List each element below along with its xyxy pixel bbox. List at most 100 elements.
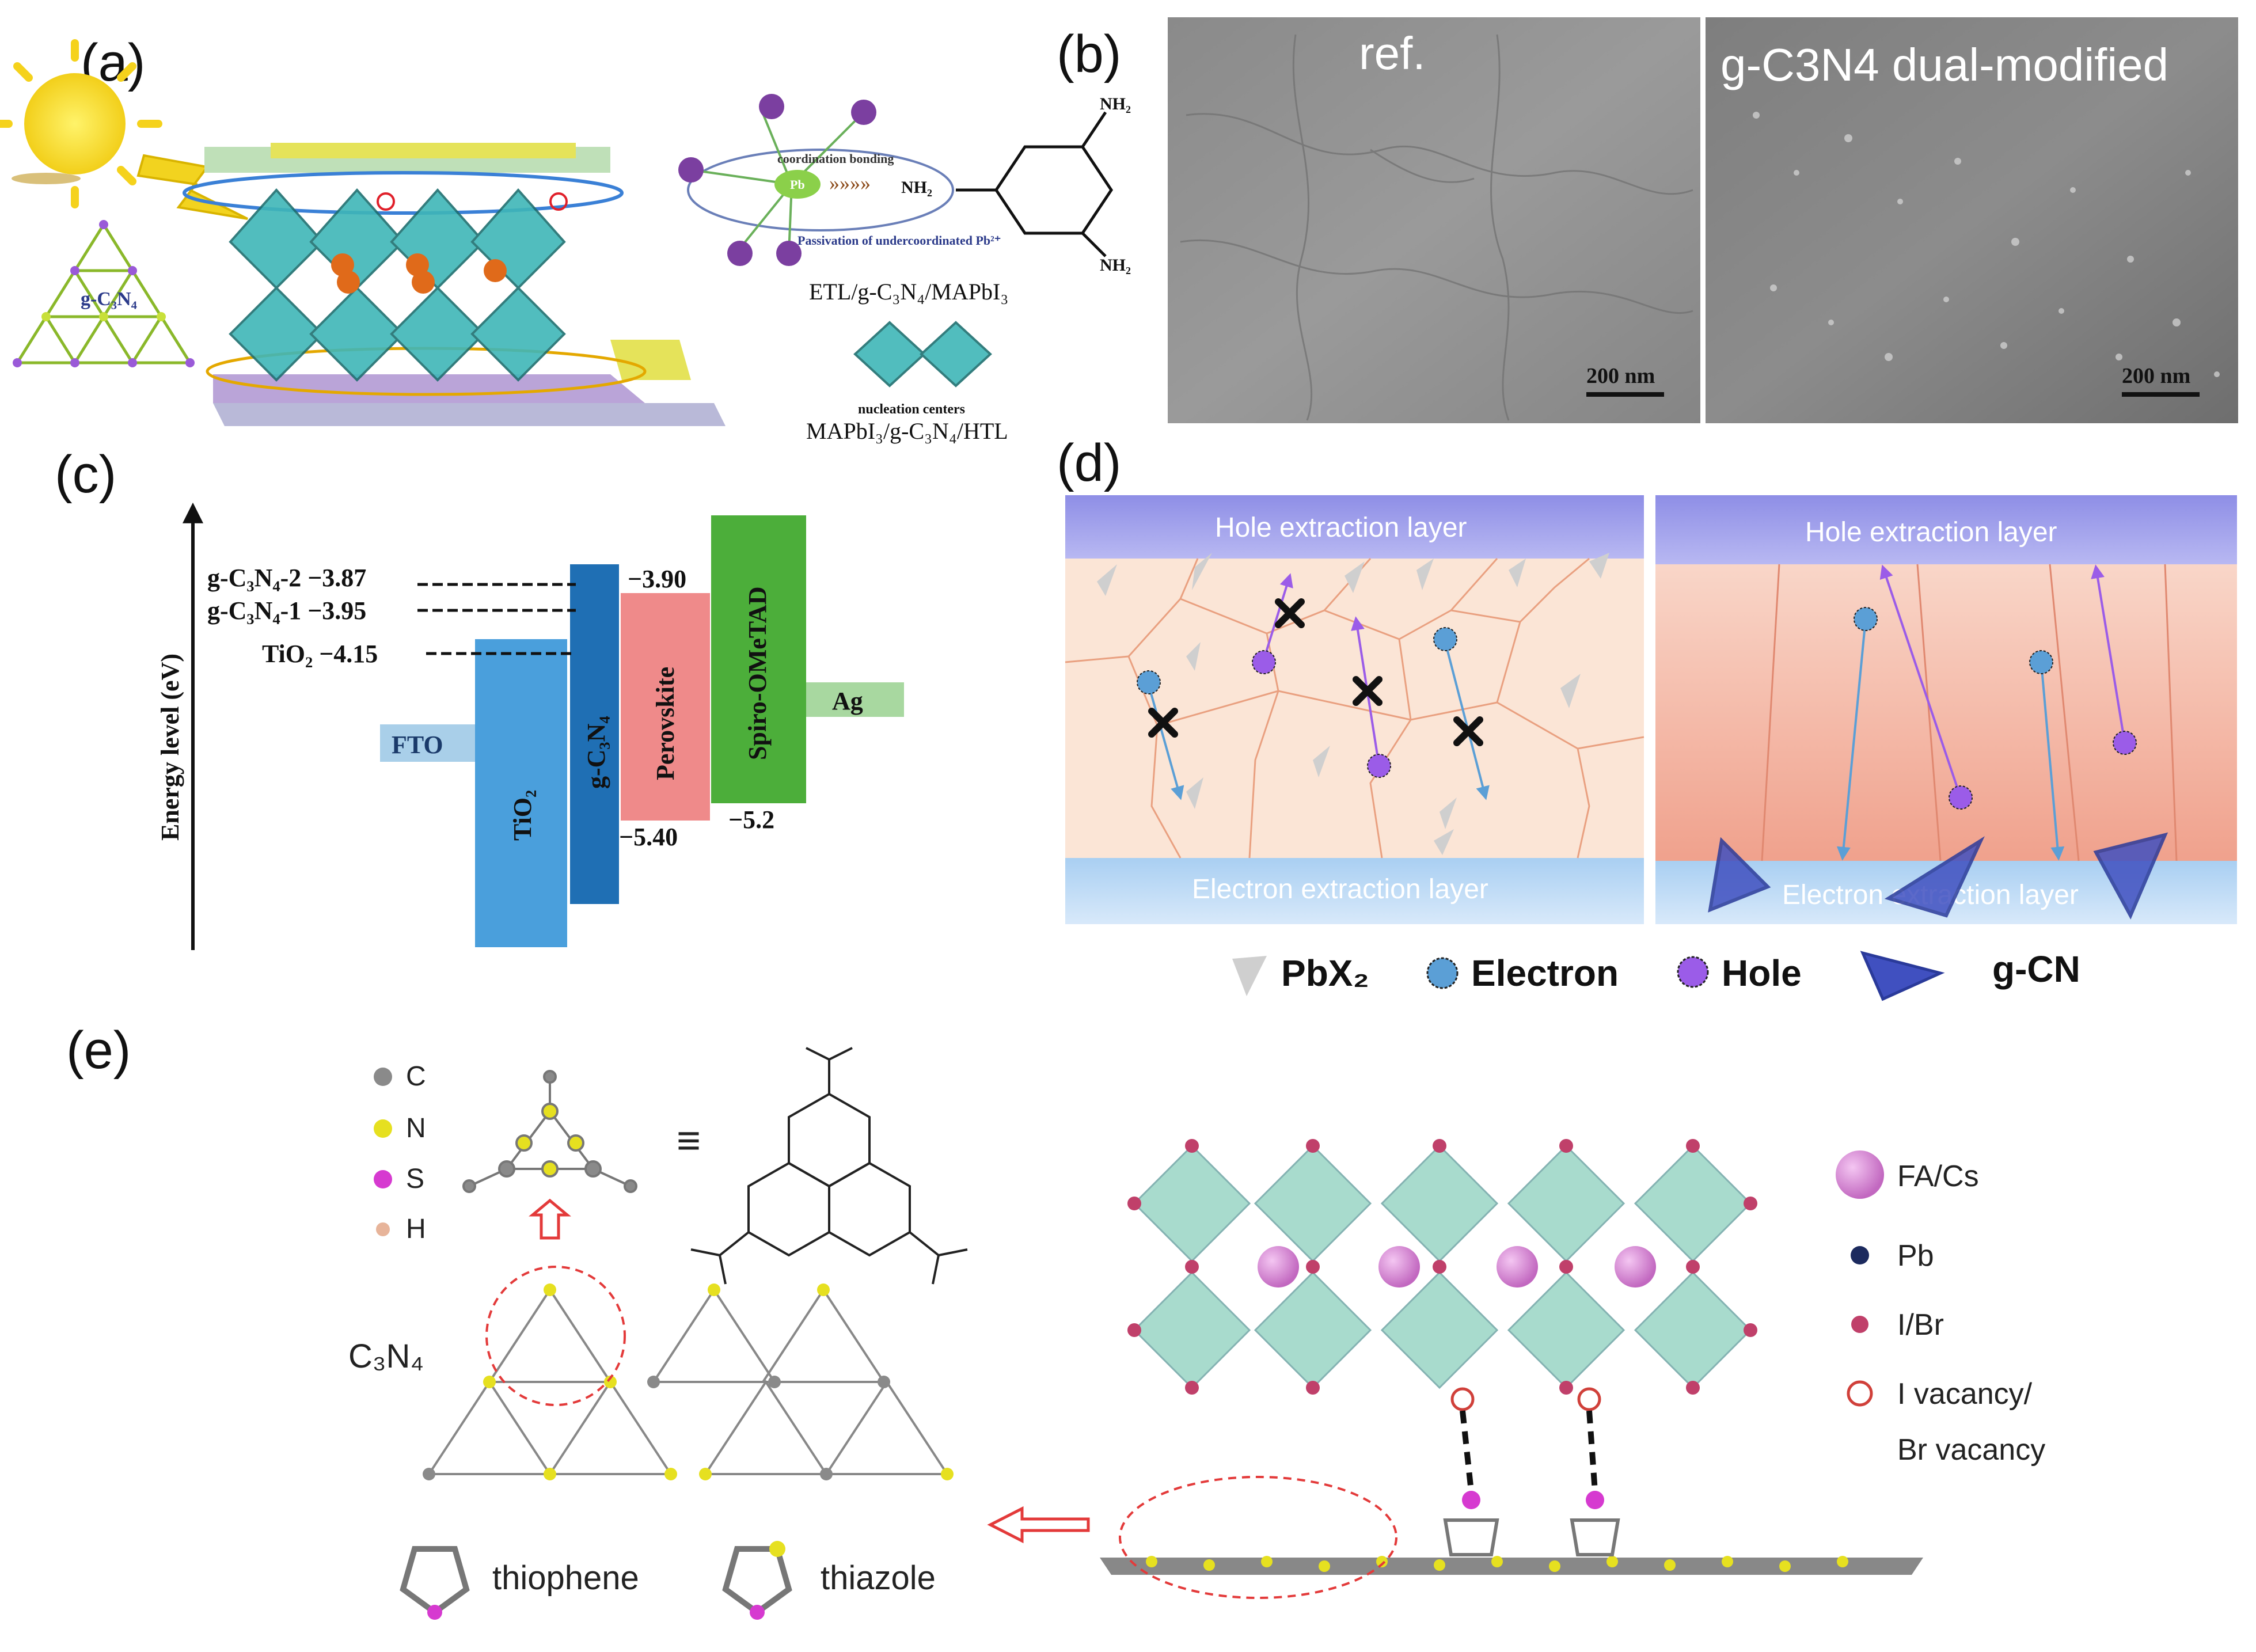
fa-cs-atoms bbox=[1258, 1246, 1656, 1288]
tio2-bar bbox=[475, 639, 567, 947]
hole-icon bbox=[1367, 754, 1391, 778]
gcn-atoms bbox=[13, 220, 195, 367]
tio2-level: TiO₂ −4.15 bbox=[262, 640, 378, 668]
heptazine-unit bbox=[462, 1070, 637, 1193]
thiophene-molecule bbox=[400, 1546, 470, 1616]
interaction-bond bbox=[1586, 1410, 1598, 1492]
atom-s: S bbox=[406, 1164, 424, 1194]
thiazole-sulfur bbox=[750, 1605, 765, 1620]
legend-fa-cs: FA/Cs bbox=[1897, 1160, 1979, 1193]
gcn-legend-icon bbox=[1860, 951, 1945, 1001]
legend-ibr: I/Br bbox=[1897, 1308, 1944, 1342]
hole-path-3 bbox=[1879, 564, 1962, 798]
interaction-bond bbox=[1460, 1410, 1474, 1492]
sem-grains-left bbox=[1180, 34, 1693, 421]
gcn-molecule bbox=[14, 222, 193, 364]
atom-legend: C N S H bbox=[374, 1061, 426, 1244]
electron-icon bbox=[1433, 627, 1457, 651]
panel-a: (a) g-C₃N₄ bbox=[0, 33, 1131, 444]
thiazole-label: thiazole bbox=[821, 1559, 936, 1597]
hole-path-1 bbox=[1263, 573, 1293, 660]
perovskite-cb-value: −3.90 bbox=[628, 565, 686, 593]
vertical-grain-boundaries bbox=[1761, 564, 2178, 861]
c3n4-sheet bbox=[427, 1288, 950, 1475]
gcn-bar bbox=[570, 564, 619, 904]
sem-grains-right bbox=[1753, 112, 2220, 377]
fto-bar bbox=[380, 724, 475, 762]
sem-ref-label: ref. bbox=[1359, 28, 1426, 79]
etl-caption: ETL/g-C₃N₄/MAPbI₃ bbox=[809, 279, 1008, 305]
spiro-value: −5.2 bbox=[728, 806, 774, 834]
panel-c-label: (c) bbox=[55, 445, 116, 504]
device-stack bbox=[183, 143, 726, 426]
scale-bar-left-text: 200 nm bbox=[1586, 364, 1655, 388]
heptazine-structure bbox=[690, 1047, 968, 1285]
pbx2-triangles bbox=[1097, 553, 1609, 855]
thiophene-label: thiophene bbox=[492, 1559, 639, 1597]
grain-box-left bbox=[1065, 495, 1644, 924]
pbx2-legend-icon bbox=[1232, 956, 1267, 996]
equiv-symbol: ≡ bbox=[677, 1118, 701, 1164]
electron-legend-icon bbox=[1426, 957, 1459, 989]
panel-b: (b) ref. g-C3N4 dual-modified 200 nm 200… bbox=[1057, 17, 2238, 423]
arrow-chevrons: »»»» bbox=[829, 172, 871, 195]
thiazole-nitrogen bbox=[769, 1541, 785, 1557]
perovskite-lattice bbox=[1133, 1144, 1752, 1389]
hole-layer-left-label: Hole extraction layer bbox=[1215, 512, 1467, 543]
hole-path-4 bbox=[2091, 564, 2126, 743]
nh-label-bottom: NH₂ bbox=[1100, 256, 1131, 275]
spiro-bar bbox=[711, 515, 806, 803]
legend-br-vacancy: Br vacancy bbox=[1897, 1433, 2045, 1467]
electron-path-3 bbox=[1836, 618, 1867, 861]
perovskite-vb-value: −5.40 bbox=[619, 823, 678, 851]
hole-icon bbox=[2113, 731, 2137, 755]
hole-icon bbox=[1252, 650, 1276, 674]
atom-h: H bbox=[406, 1214, 426, 1244]
legend-i-vacancy: I vacancy/ bbox=[1897, 1377, 2033, 1411]
legend-hole: Hole bbox=[1722, 952, 1802, 994]
electron-icon bbox=[1854, 607, 1878, 631]
electron-path-1 bbox=[1148, 685, 1184, 800]
sem-modified-label: g-C3N4 dual-modified bbox=[1721, 39, 2168, 90]
sun-icon bbox=[0, 39, 162, 208]
highlight-circle bbox=[485, 1266, 626, 1406]
panel-d-legend: PbX₂ Electron Hole g-CN bbox=[1232, 948, 2080, 1001]
ibr-legend-icon bbox=[1851, 1316, 1868, 1333]
hole-layer-right bbox=[1655, 495, 2237, 564]
tio2-bar-label: TiO₂ bbox=[508, 790, 537, 841]
hole-layer-right-label: Hole extraction layer bbox=[1805, 517, 2057, 548]
perovskite-bar-label: Perovskite bbox=[651, 667, 679, 780]
scale-bar-right-text: 200 nm bbox=[2122, 364, 2190, 388]
thiazole-molecule bbox=[722, 1546, 792, 1616]
vacancy-marker bbox=[1577, 1387, 1601, 1411]
panel-e-label: (e) bbox=[66, 1021, 131, 1080]
c3n4-label: C₃N₄ bbox=[348, 1338, 424, 1375]
ibr-atoms bbox=[1127, 1139, 1757, 1395]
left-arrow-icon bbox=[987, 1506, 1090, 1544]
passivation-text: Passivation of undercoordinated Pb²⁺ bbox=[797, 233, 1001, 248]
legend-pbx2: PbX₂ bbox=[1281, 952, 1369, 994]
vacancy-marker bbox=[1450, 1387, 1475, 1411]
electron-layer-left bbox=[1065, 858, 1644, 924]
coordination-schematic: Pb coordination bonding »»»» NH₂ Passiva… bbox=[678, 94, 1131, 444]
vacancy-legend-icon bbox=[1847, 1380, 1873, 1407]
ag-bar bbox=[806, 682, 904, 717]
hole-legend-icon bbox=[1677, 956, 1709, 988]
gcn-label: g-C₃N₄ bbox=[81, 288, 137, 310]
hole-layer-left bbox=[1065, 495, 1644, 559]
up-arrow-icon bbox=[529, 1198, 571, 1240]
highlight-ellipse bbox=[1119, 1476, 1397, 1599]
sem-image-modified bbox=[1706, 17, 2238, 423]
hole-icon bbox=[1949, 785, 1973, 810]
gcn-sheet-icons bbox=[1708, 832, 2168, 920]
gcn1-level: g-C₃N₄-1 −3.95 bbox=[207, 597, 366, 625]
sem-image-ref bbox=[1168, 17, 1700, 423]
electron-path-2 bbox=[1444, 641, 1490, 800]
recombination-cross-icons bbox=[1148, 598, 1483, 746]
electron-icon bbox=[1137, 670, 1161, 694]
panel-c: (c) Energy level (eV) FTO TiO₂ g-C₃N₄ Pe… bbox=[55, 445, 904, 950]
thiophene-sulfur bbox=[427, 1605, 442, 1620]
fto-label: FTO bbox=[392, 731, 443, 759]
legend-pb: Pb bbox=[1897, 1239, 1934, 1273]
